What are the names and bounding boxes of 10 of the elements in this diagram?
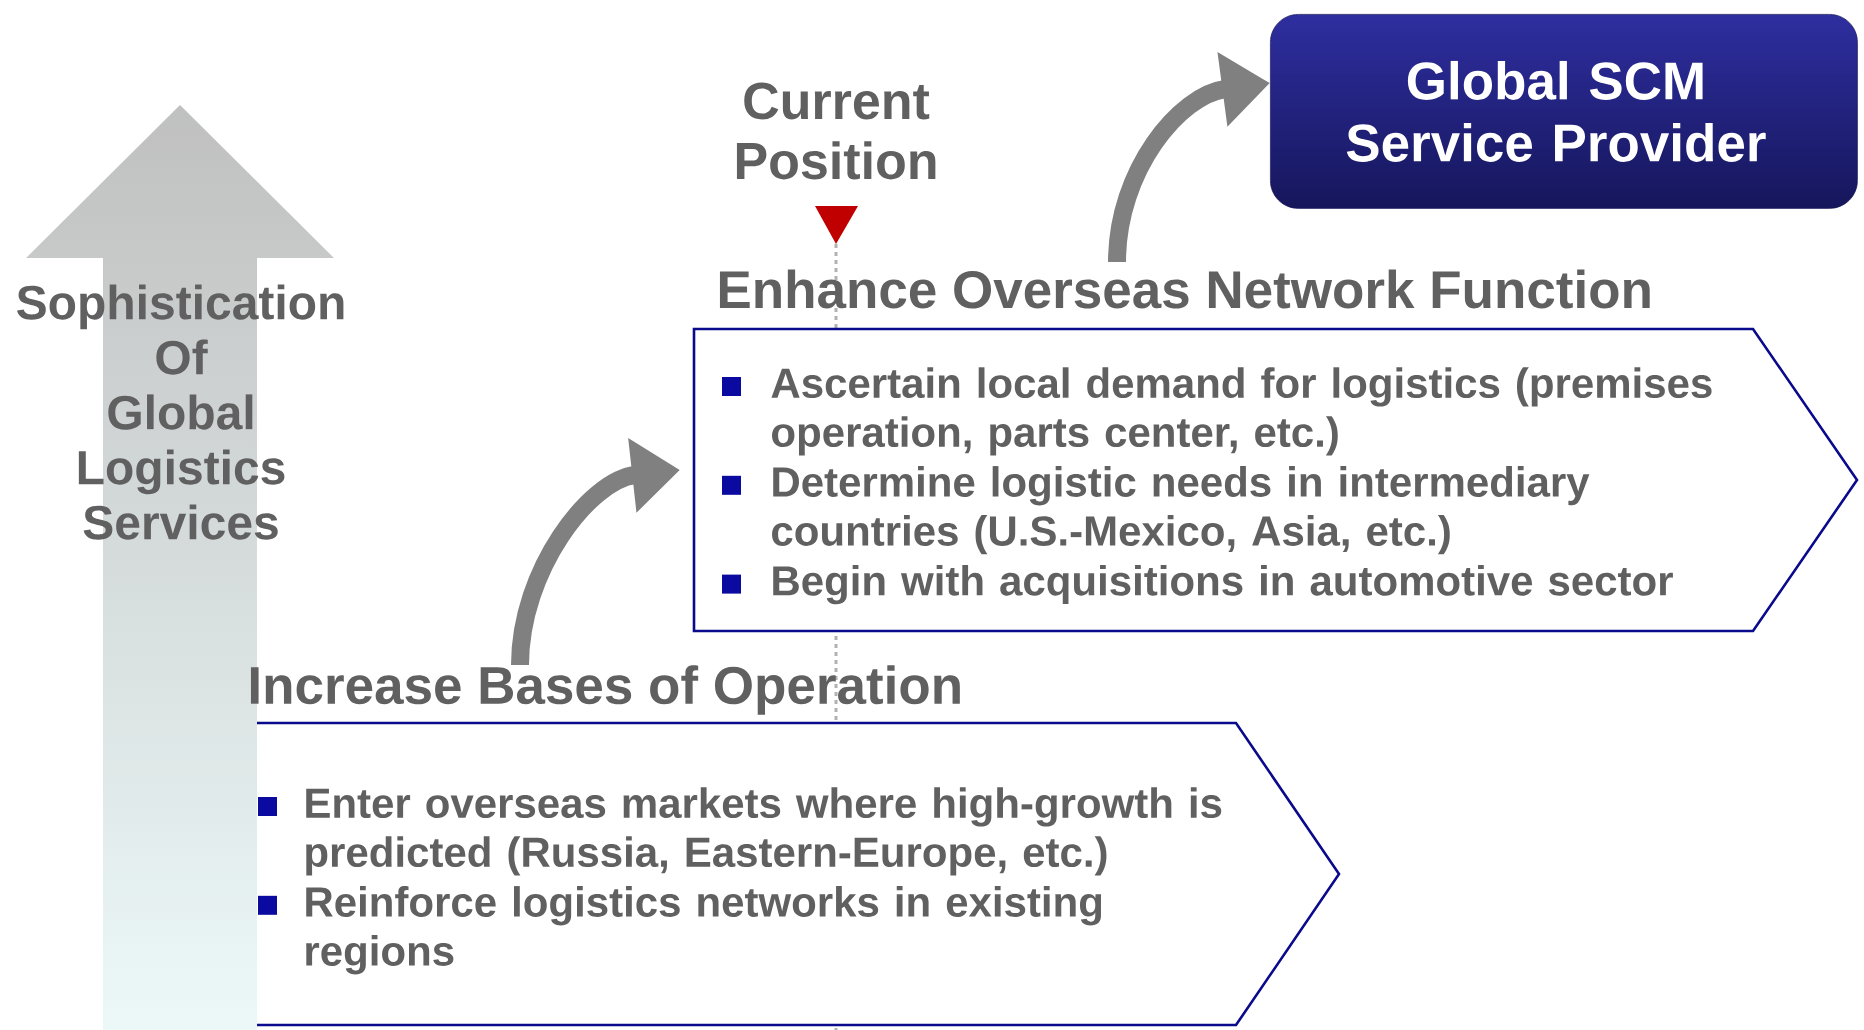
axis-label: Sophistication Of Global Logistics Services — [17, 284, 344, 540]
position-label: Current Position — [736, 82, 936, 180]
heading: Enhance Overseas Network Function — [719, 269, 1650, 309]
bullet-item: Determine logistic needs in intermediary countries (U.S.-Mexico, Asia, etc.) — [722, 466, 1590, 555]
bullet-item: Reinforce logistics networks in existing regions — [258, 886, 1102, 975]
heading: Increase Bases of Operation — [250, 665, 960, 715]
bullet-item: Ascertain local demand for logistics (premises operation, parts center, etc.) — [722, 367, 1712, 456]
goal-box: Global SCM Service Provider — [1270, 14, 1858, 209]
bullet-item: Begin with acquisitions in automotive sector — [722, 564, 1673, 605]
bullet-item: Enter overseas markets where high-growth is predicted (Russia, Eastern-Europe, etc.) — [258, 787, 1222, 876]
